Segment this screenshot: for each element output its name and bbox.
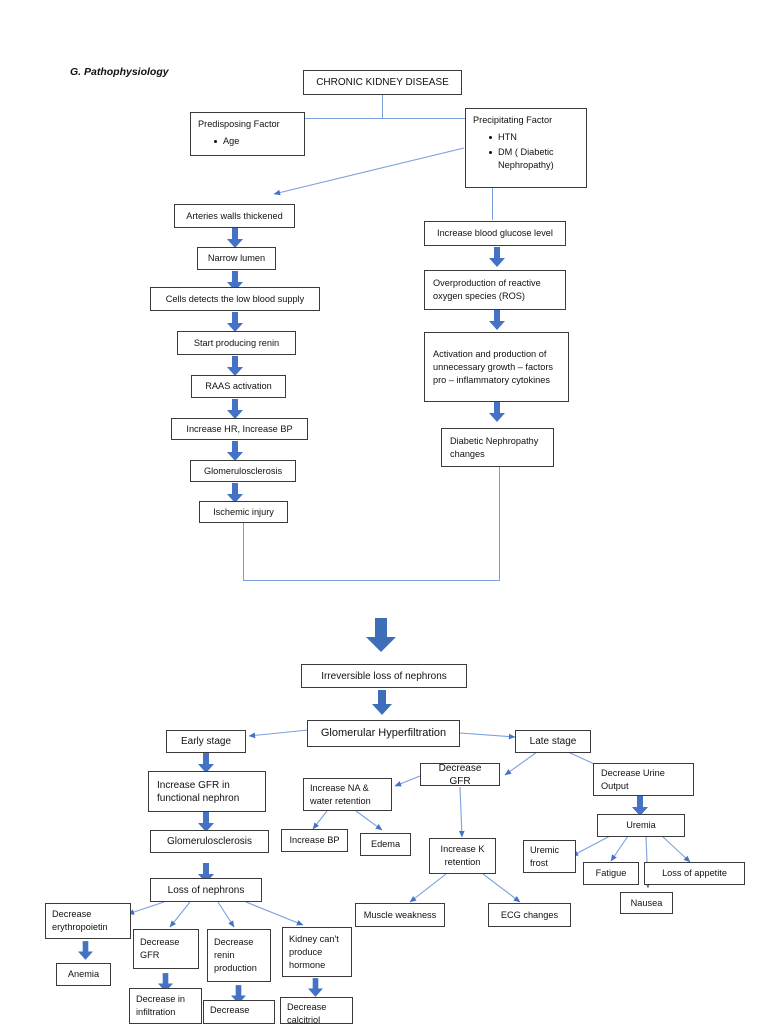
block-arrow-glucose-to-ros [489,247,505,267]
node-start-producing-renin[interactable]: Start producing renin [177,331,296,355]
node-glomerulosclerosis-b[interactable]: Glomerulosclerosis [150,830,269,853]
node-early-stage[interactable]: Early stage [166,730,246,753]
edge-hyperfiltration-to-late [459,732,516,740]
node-loss-of-nephrons[interactable]: Loss of nephrons [150,878,262,902]
precipitating-factor-title: Precipitating Factor [473,115,553,125]
block-arrow-renin-to-aldosterone [231,985,246,1004]
edge-na-water-to-increase-bp [312,810,328,830]
node-increase-bp[interactable]: Increase BP [281,829,348,852]
edge-loss-to-kidney-hormone [245,901,304,926]
block-arrow-erythropoietin-to-anemia [78,941,93,960]
node-uremia[interactable]: Uremia [597,814,685,837]
block-arrow-arteries-to-narrow [227,228,243,248]
node-decrease-in-infiltration[interactable]: Decrease in infiltration [129,988,202,1024]
node-predisposing-factor[interactable]: Predisposing Factor Age [190,112,305,156]
node-decrease-calcitriol[interactable]: Decrease calcitriol [280,997,353,1024]
block-arrow-glomerulo-to-ischemic [227,483,243,503]
node-precipitating-factor[interactable]: Precipitating Factor HTN DM ( Diabetic N… [465,108,587,188]
node-decrease-erythropoietin[interactable]: Decrease erythropoietin [45,903,131,939]
block-arrow-hormone-to-calcitriol [308,978,323,997]
node-activation-growth-factors[interactable]: Activation and production of unnecessary… [424,332,569,402]
edge-late-to-decrease-gfr [504,751,538,776]
connector-ckd-down [382,95,384,118]
block-arrow-convergence-center [366,618,396,652]
block-arrow-urine-to-uremia [632,796,648,816]
node-decrease-urine-output[interactable]: Decrease Urine Output [593,763,694,796]
node-glomerular-hyperfiltration[interactable]: Glomerular Hyperfiltration [307,720,460,747]
block-arrow-hrbp-to-glomerulo [227,441,243,461]
node-ischemic-injury[interactable]: Ischemic injury [199,501,288,523]
node-diabetic-nephropathy-changes[interactable]: Diabetic Nephropathy changes [441,428,554,467]
node-increase-hr-increase-bp[interactable]: Increase HR, Increase BP [171,418,308,440]
node-late-stage[interactable]: Late stage [515,730,591,753]
node-overproduction-ros[interactable]: Overproduction of reactive oxygen specie… [424,270,566,310]
edge-loss-to-decrease-gfr [169,901,191,928]
node-edema[interactable]: Edema [360,833,411,856]
precipitating-factor-item: HTN [489,131,579,144]
block-arrow-irreversible-to-hyperfiltration [372,690,392,715]
block-arrow-raas-to-hrbp [227,399,243,419]
node-fatigue[interactable]: Fatigue [583,862,639,885]
node-chronic-kidney-disease[interactable]: CHRONIC KIDNEY DISEASE [303,70,462,95]
node-nausea[interactable]: Nausea [620,892,673,914]
section-heading: G. Pathophysiology [70,66,169,78]
edge-loss-to-erythropoietin [127,901,165,915]
edge-na-water-to-edema [355,810,383,831]
bullet-icon [214,140,217,143]
node-raas-activation[interactable]: RAAS activation [191,375,286,398]
edge-decrease-gfr-to-na-water [394,775,421,787]
node-loss-of-appetite[interactable]: Loss of appetite [644,862,745,885]
node-ecg-changes[interactable]: ECG changes [488,903,571,927]
block-arrow-gfr-to-infiltration [158,973,173,992]
connector-factor-spine [305,118,465,120]
block-arrow-renin-to-raas [227,356,243,376]
edge-decrease-gfr-to-k-retention [458,786,465,838]
node-uremic-frost[interactable]: Uremic frost [523,840,576,873]
precipitating-factor-item: DM ( Diabetic Nephropathy) [489,146,579,172]
block-arrow-early-to-increase-gfr [198,753,214,773]
node-increase-blood-glucose-level[interactable]: Increase blood glucose level [424,221,566,246]
node-increase-na-water-retention[interactable]: Increase NA & water retention [303,778,392,811]
connector-dn-changes-down [499,467,501,580]
edge-hyperfiltration-to-early [248,729,309,739]
edge-k-retention-to-muscle-weakness [409,873,447,903]
node-narrow-lumen[interactable]: Narrow lumen [197,247,276,270]
block-arrow-ros-to-activation [489,310,505,330]
connector-precipitating-down [492,188,494,220]
node-increase-k-retention[interactable]: Increase K retention [429,838,496,874]
connector-convergence [243,580,500,582]
connector-ischemic-down [243,523,245,580]
node-increase-gfr-functional-nephron[interactable]: Increase GFR in functional nephron [148,771,266,812]
edge-uremia-to-loss-appetite [661,835,691,863]
edge-uremia-to-fatigue [610,835,629,862]
edge-loss-to-renin [217,901,235,928]
node-decrease-gfr-mid[interactable]: Decrease GFR [420,763,500,787]
node-cells-detect-low-blood-supply[interactable]: Cells detects the low blood supply [150,287,320,311]
node-decrease-renin-production[interactable]: Decrease renin production [207,929,271,982]
node-glomerulosclerosis-a[interactable]: Glomerulosclerosis [190,460,296,482]
block-arrow-narrow-to-cells [227,271,243,291]
edge-k-retention-to-ecg [482,873,521,903]
bullet-icon [489,151,492,154]
node-decrease-aldosterone[interactable]: Decrease [203,1000,275,1024]
node-anemia[interactable]: Anemia [56,963,111,986]
predisposing-factor-title: Predisposing Factor [198,119,280,129]
edge-uremia-to-uremic-frost [571,835,611,857]
predisposing-factor-item: Age [214,135,297,148]
node-muscle-weakness[interactable]: Muscle weakness [355,903,445,927]
node-kidney-cant-produce-hormone[interactable]: Kidney can't produce hormone [282,927,352,977]
block-arrow-cells-to-renin [227,312,243,332]
block-arrow-activation-to-dn [489,402,505,422]
bullet-icon [489,136,492,139]
node-decrease-gfr-bottom[interactable]: Decrease GFR [133,929,199,969]
block-arrow-increase-gfr-to-glomerulo [198,812,214,832]
node-arteries-walls-thickened[interactable]: Arteries walls thickened [174,204,295,228]
node-irreversible-loss-of-nephrons[interactable]: Irreversible loss of nephrons [301,664,467,688]
